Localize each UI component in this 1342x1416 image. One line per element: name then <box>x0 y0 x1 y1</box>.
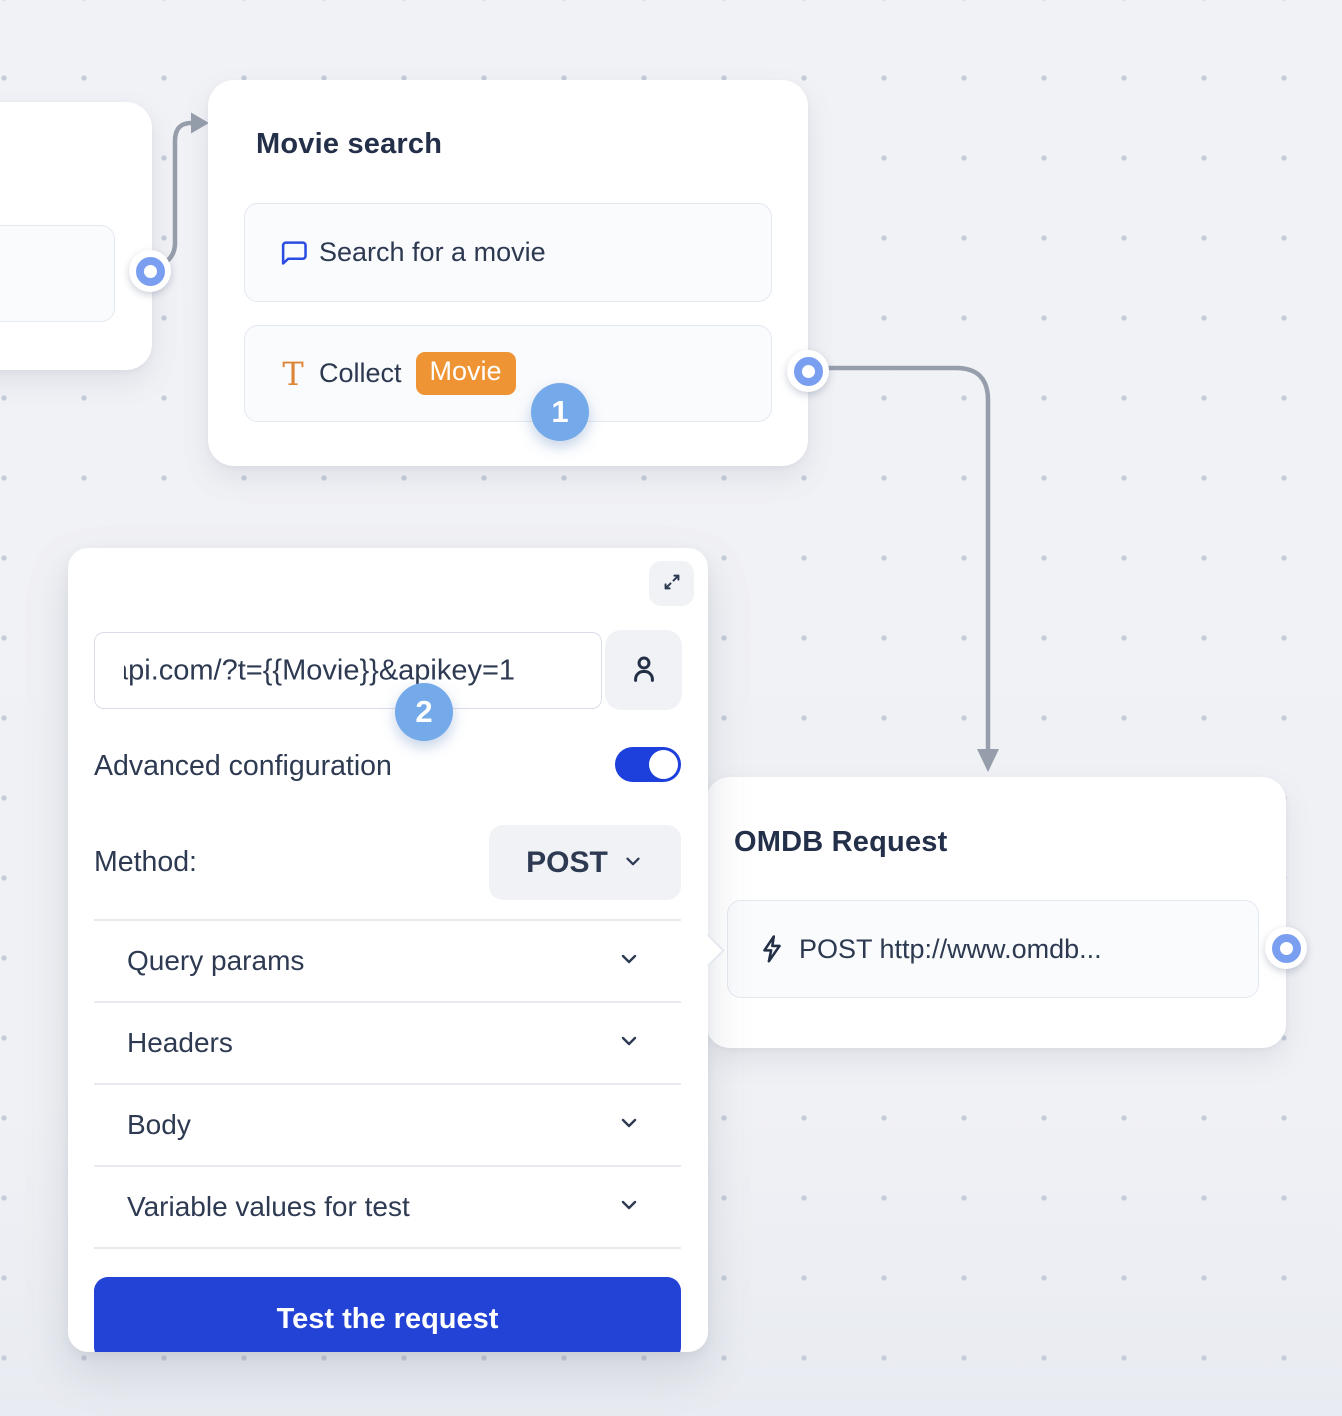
advanced-configuration-label: Advanced configuration <box>94 750 392 782</box>
connection-port-left-card[interactable] <box>129 250 171 292</box>
arrowhead-down-icon <box>977 749 999 772</box>
person-icon <box>626 651 662 690</box>
section-label: Headers <box>127 1027 233 1058</box>
method-value: POST <box>526 845 608 879</box>
section-label: Body <box>127 1109 191 1140</box>
section-headers[interactable]: Headers <box>94 1002 681 1084</box>
section-label: Variable values for test <box>127 1191 410 1222</box>
chevron-down-icon <box>617 1111 641 1140</box>
step-badge-2: 2 <box>395 683 453 741</box>
step-badge-1: 1 <box>531 383 589 441</box>
node-item-search-for-movie[interactable]: Search for a movie <box>244 203 772 302</box>
section-body[interactable]: Body <box>94 1084 681 1166</box>
method-label: Method: <box>94 846 197 878</box>
connector-left-to-movie-search <box>156 120 196 269</box>
arrowhead-right-icon <box>191 112 209 134</box>
section-label: Query params <box>127 945 305 976</box>
chevron-down-icon <box>617 1193 641 1222</box>
chevron-down-icon <box>617 1029 641 1058</box>
text-input-icon: T <box>282 354 304 393</box>
divider <box>94 1001 681 1003</box>
chevron-down-icon <box>617 947 641 976</box>
chat-bubble-icon <box>276 237 310 269</box>
node-title: OMDB Request <box>734 826 948 858</box>
test-request-button[interactable]: Test the request <box>94 1277 681 1352</box>
url-input-value: api.com/?t={{Movie}}&apikey=1 <box>124 654 516 686</box>
method-select[interactable]: POST <box>489 825 681 900</box>
variable-badge: Movie <box>415 352 516 395</box>
section-variable-values[interactable]: Variable values for test <box>94 1166 681 1248</box>
node-item-omdb-post[interactable]: POST http://www.omdb... <box>727 900 1259 998</box>
item-label: POST http://www.omdb... <box>799 933 1102 964</box>
node-item-collect-movie[interactable]: T Collect Movie <box>244 325 772 422</box>
divider <box>94 1083 681 1085</box>
toggle-knob <box>649 750 678 779</box>
expand-diagonal-icon <box>661 571 683 596</box>
lightning-icon <box>756 933 790 965</box>
advanced-configuration-toggle[interactable] <box>615 747 681 782</box>
assign-user-button[interactable] <box>605 630 682 710</box>
divider <box>94 1165 681 1167</box>
divider <box>94 1247 681 1249</box>
expand-button[interactable] <box>649 561 694 606</box>
connector-movie-search-to-omdb <box>821 365 991 753</box>
divider <box>94 919 681 921</box>
item-label: Search for a movie <box>319 237 546 267</box>
item-label: Collect <box>319 358 402 388</box>
partial-node-item[interactable] <box>0 225 115 322</box>
node-title: Movie search <box>256 128 443 160</box>
connection-port-movie-search-out[interactable] <box>787 350 829 392</box>
chevron-down-icon <box>622 846 644 880</box>
connection-port-omdb-out[interactable] <box>1265 927 1307 969</box>
webhook-editor-panel: api.com/?t={{Movie}}&apikey=1 Advanced c… <box>68 548 708 1352</box>
url-input[interactable]: api.com/?t={{Movie}}&apikey=1 <box>94 632 602 709</box>
section-query-params[interactable]: Query params <box>94 920 681 1002</box>
